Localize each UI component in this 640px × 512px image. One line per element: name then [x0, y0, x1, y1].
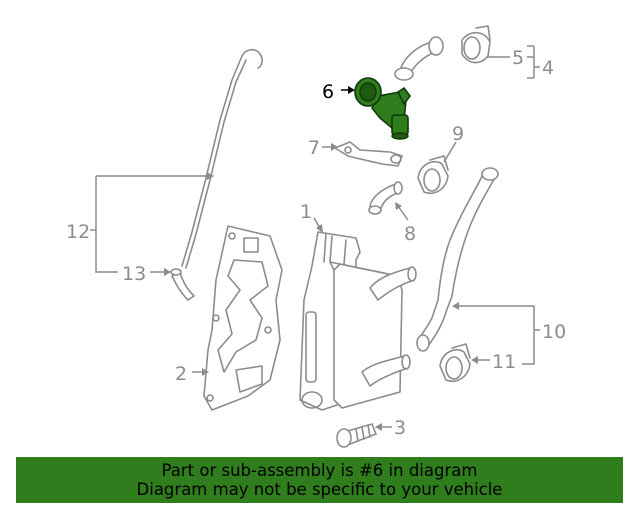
callout-5: 5	[512, 47, 524, 69]
clamp-part-11[interactable]	[439, 343, 471, 382]
short-hose-part-13[interactable]	[170, 268, 195, 301]
callout-8: 8	[404, 223, 416, 245]
callout-11: 11	[492, 351, 516, 373]
callout-13: 13	[122, 263, 146, 285]
small-hose-part-8[interactable]	[368, 181, 403, 215]
callout-7: 7	[308, 137, 320, 159]
banner-line-part: Part or sub-assembly is #6 in diagram	[161, 461, 478, 480]
callout-4: 4	[542, 57, 554, 79]
upper-hose-part-4[interactable]	[394, 36, 444, 81]
callout-12: 12	[66, 221, 90, 243]
bracket-part-7[interactable]	[334, 141, 403, 167]
oil-cooler-part-1[interactable]	[299, 231, 417, 411]
callout-9: 9	[452, 123, 464, 145]
part-info-banner: Part or sub-assembly is #6 in diagram Di…	[16, 457, 623, 503]
long-hose-part-10[interactable]	[416, 167, 499, 352]
bolt-part-3[interactable]	[336, 423, 377, 448]
callout-10: 10	[542, 321, 566, 343]
gasket-part-2[interactable]	[203, 225, 283, 411]
callout-3: 3	[394, 417, 406, 439]
callout-6: 6	[322, 81, 334, 103]
banner-line-disclaimer: Diagram may not be specific to your vehi…	[136, 480, 503, 499]
coolant-outlet-part-6[interactable]	[354, 77, 411, 140]
callout-2: 2	[175, 363, 187, 385]
parts-diagram: 5 4 6 7 9 8	[66, 25, 566, 448]
tube-part-12[interactable]	[181, 48, 263, 269]
hose-clamp-part-5[interactable]	[461, 25, 491, 64]
clamp-part-9[interactable]	[417, 155, 449, 194]
callout-1: 1	[300, 201, 312, 223]
